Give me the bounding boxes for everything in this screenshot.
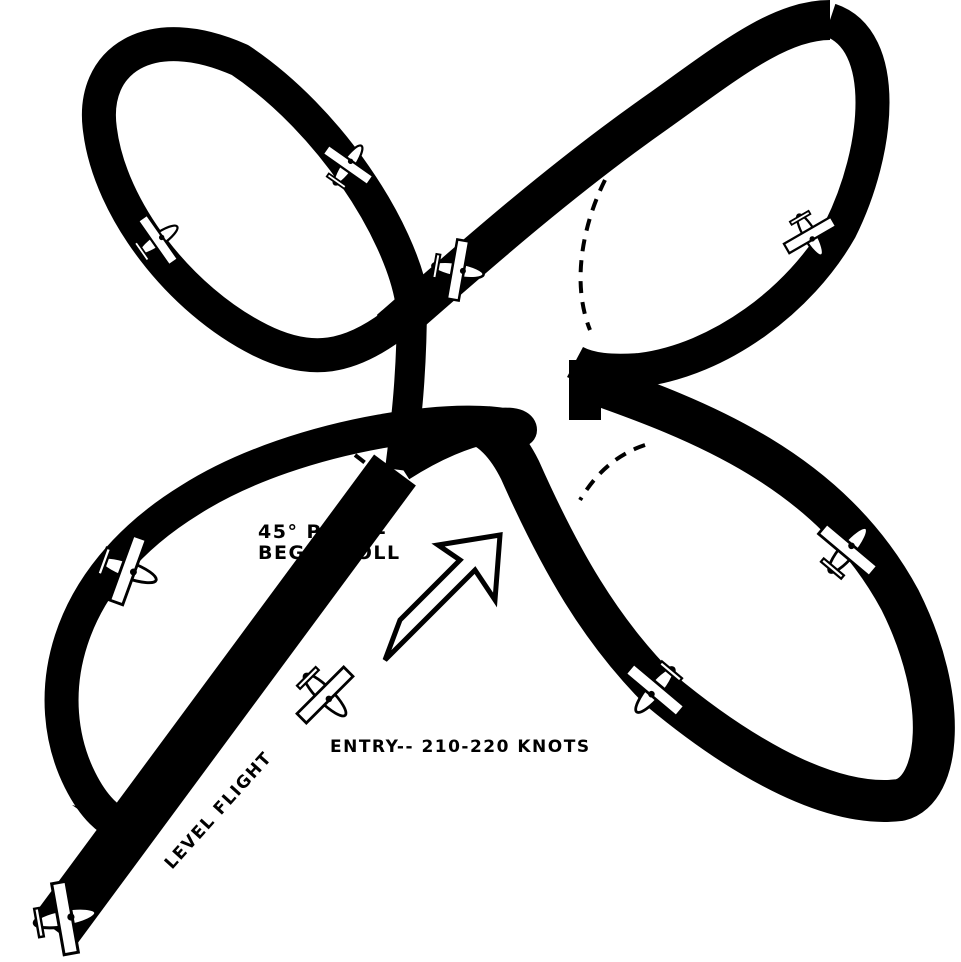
dashed-connector-right-upper <box>581 180 605 330</box>
pitch-label-line1: 45° PITCH- <box>258 521 387 543</box>
flight-path-ribbon <box>55 20 934 930</box>
aircraft-icon <box>281 651 368 738</box>
pitch-label-line2: BEGIN ROLL <box>258 542 401 564</box>
dashed-connector-right-lower <box>580 445 645 500</box>
entry-speed-label: ENTRY-- 210-220 KNOTS <box>330 737 591 757</box>
direction-arrow-icon <box>385 535 500 660</box>
ribbon-upper-left-loop <box>99 44 412 355</box>
